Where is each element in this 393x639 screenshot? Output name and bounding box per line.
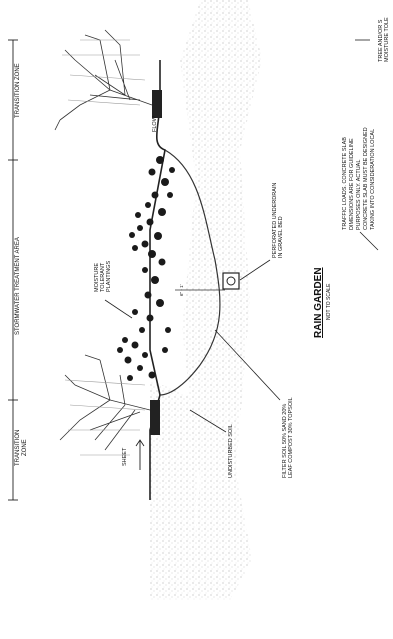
- leader-note: [359, 231, 379, 251]
- slab-bottom: [150, 400, 160, 435]
- subtitle-not-to-scale: NOT TO SCALE: [326, 283, 332, 320]
- note-line-2: DIMENSIONS ARE FOR GUIDELINE: [349, 138, 355, 230]
- label-depth: 6" - 1': [179, 284, 184, 296]
- leader-filter: [214, 329, 281, 401]
- slab-top: [152, 90, 162, 118]
- label-plantings-3: PLANTINGS: [106, 260, 112, 292]
- note-line-3: PURPOSES ONLY. ACTUAL: [356, 160, 362, 230]
- undisturbed-soil: [180, 0, 262, 600]
- label-moisture-2: TREE AND/OR S: [378, 19, 384, 62]
- soil-fill-left: [150, 380, 200, 600]
- zone-transition-bottom-2: ZONE: [22, 439, 28, 456]
- zone-transition-top: TRANSITION ZONE: [15, 63, 21, 118]
- note-line-5: TAKING INTO CONSIDERATION LOCAL: [370, 129, 376, 230]
- leader-undisturbed: [189, 409, 227, 433]
- note-line-1: TRAFFIC LOADS. CONCRETE SLAB: [342, 137, 348, 230]
- leader-plantings: [104, 299, 133, 319]
- note-line-4: CONCRETE SLAB MUST BE DESIGNED: [363, 127, 369, 230]
- label-underdrain-2: IN GRAVEL BED: [278, 216, 284, 258]
- label-plantings-1: MOISTURE: [94, 263, 100, 292]
- title-rain-garden: RAIN GARDEN: [313, 267, 324, 338]
- underdrain-pipe: [226, 276, 236, 286]
- label-flow: FLOW: [152, 115, 158, 132]
- leader-underdrain: [239, 259, 271, 281]
- label-filter-2: LEAF COMPOST 30% TOPSOIL: [288, 397, 294, 478]
- label-filter-1: FILTER SOIL 50% SAND 20%: [282, 404, 288, 478]
- filter-soil-basin: [159, 149, 221, 396]
- zone-transition-bottom-1: TRANSITION: [15, 430, 21, 466]
- label-sheet: SHEET: [122, 447, 128, 466]
- label-moisture-1: MOISTURE TOLE: [384, 17, 390, 62]
- sheet-arrow: [135, 439, 145, 470]
- label-plantings-2: TOLERANT: [100, 262, 106, 292]
- dimension-lines: [8, 39, 18, 501]
- tree-bottom: [59, 354, 151, 456]
- label-undisturbed: UNDISTURBED SOIL: [228, 424, 234, 478]
- zone-stormwater-treatment: STORMWATER TREATMENT AREA: [15, 237, 21, 335]
- plantings-cluster: [117, 156, 175, 381]
- tree-top: [54, 29, 153, 131]
- label-underdrain-1: PERFORATED UNDERDRAIN: [272, 183, 278, 258]
